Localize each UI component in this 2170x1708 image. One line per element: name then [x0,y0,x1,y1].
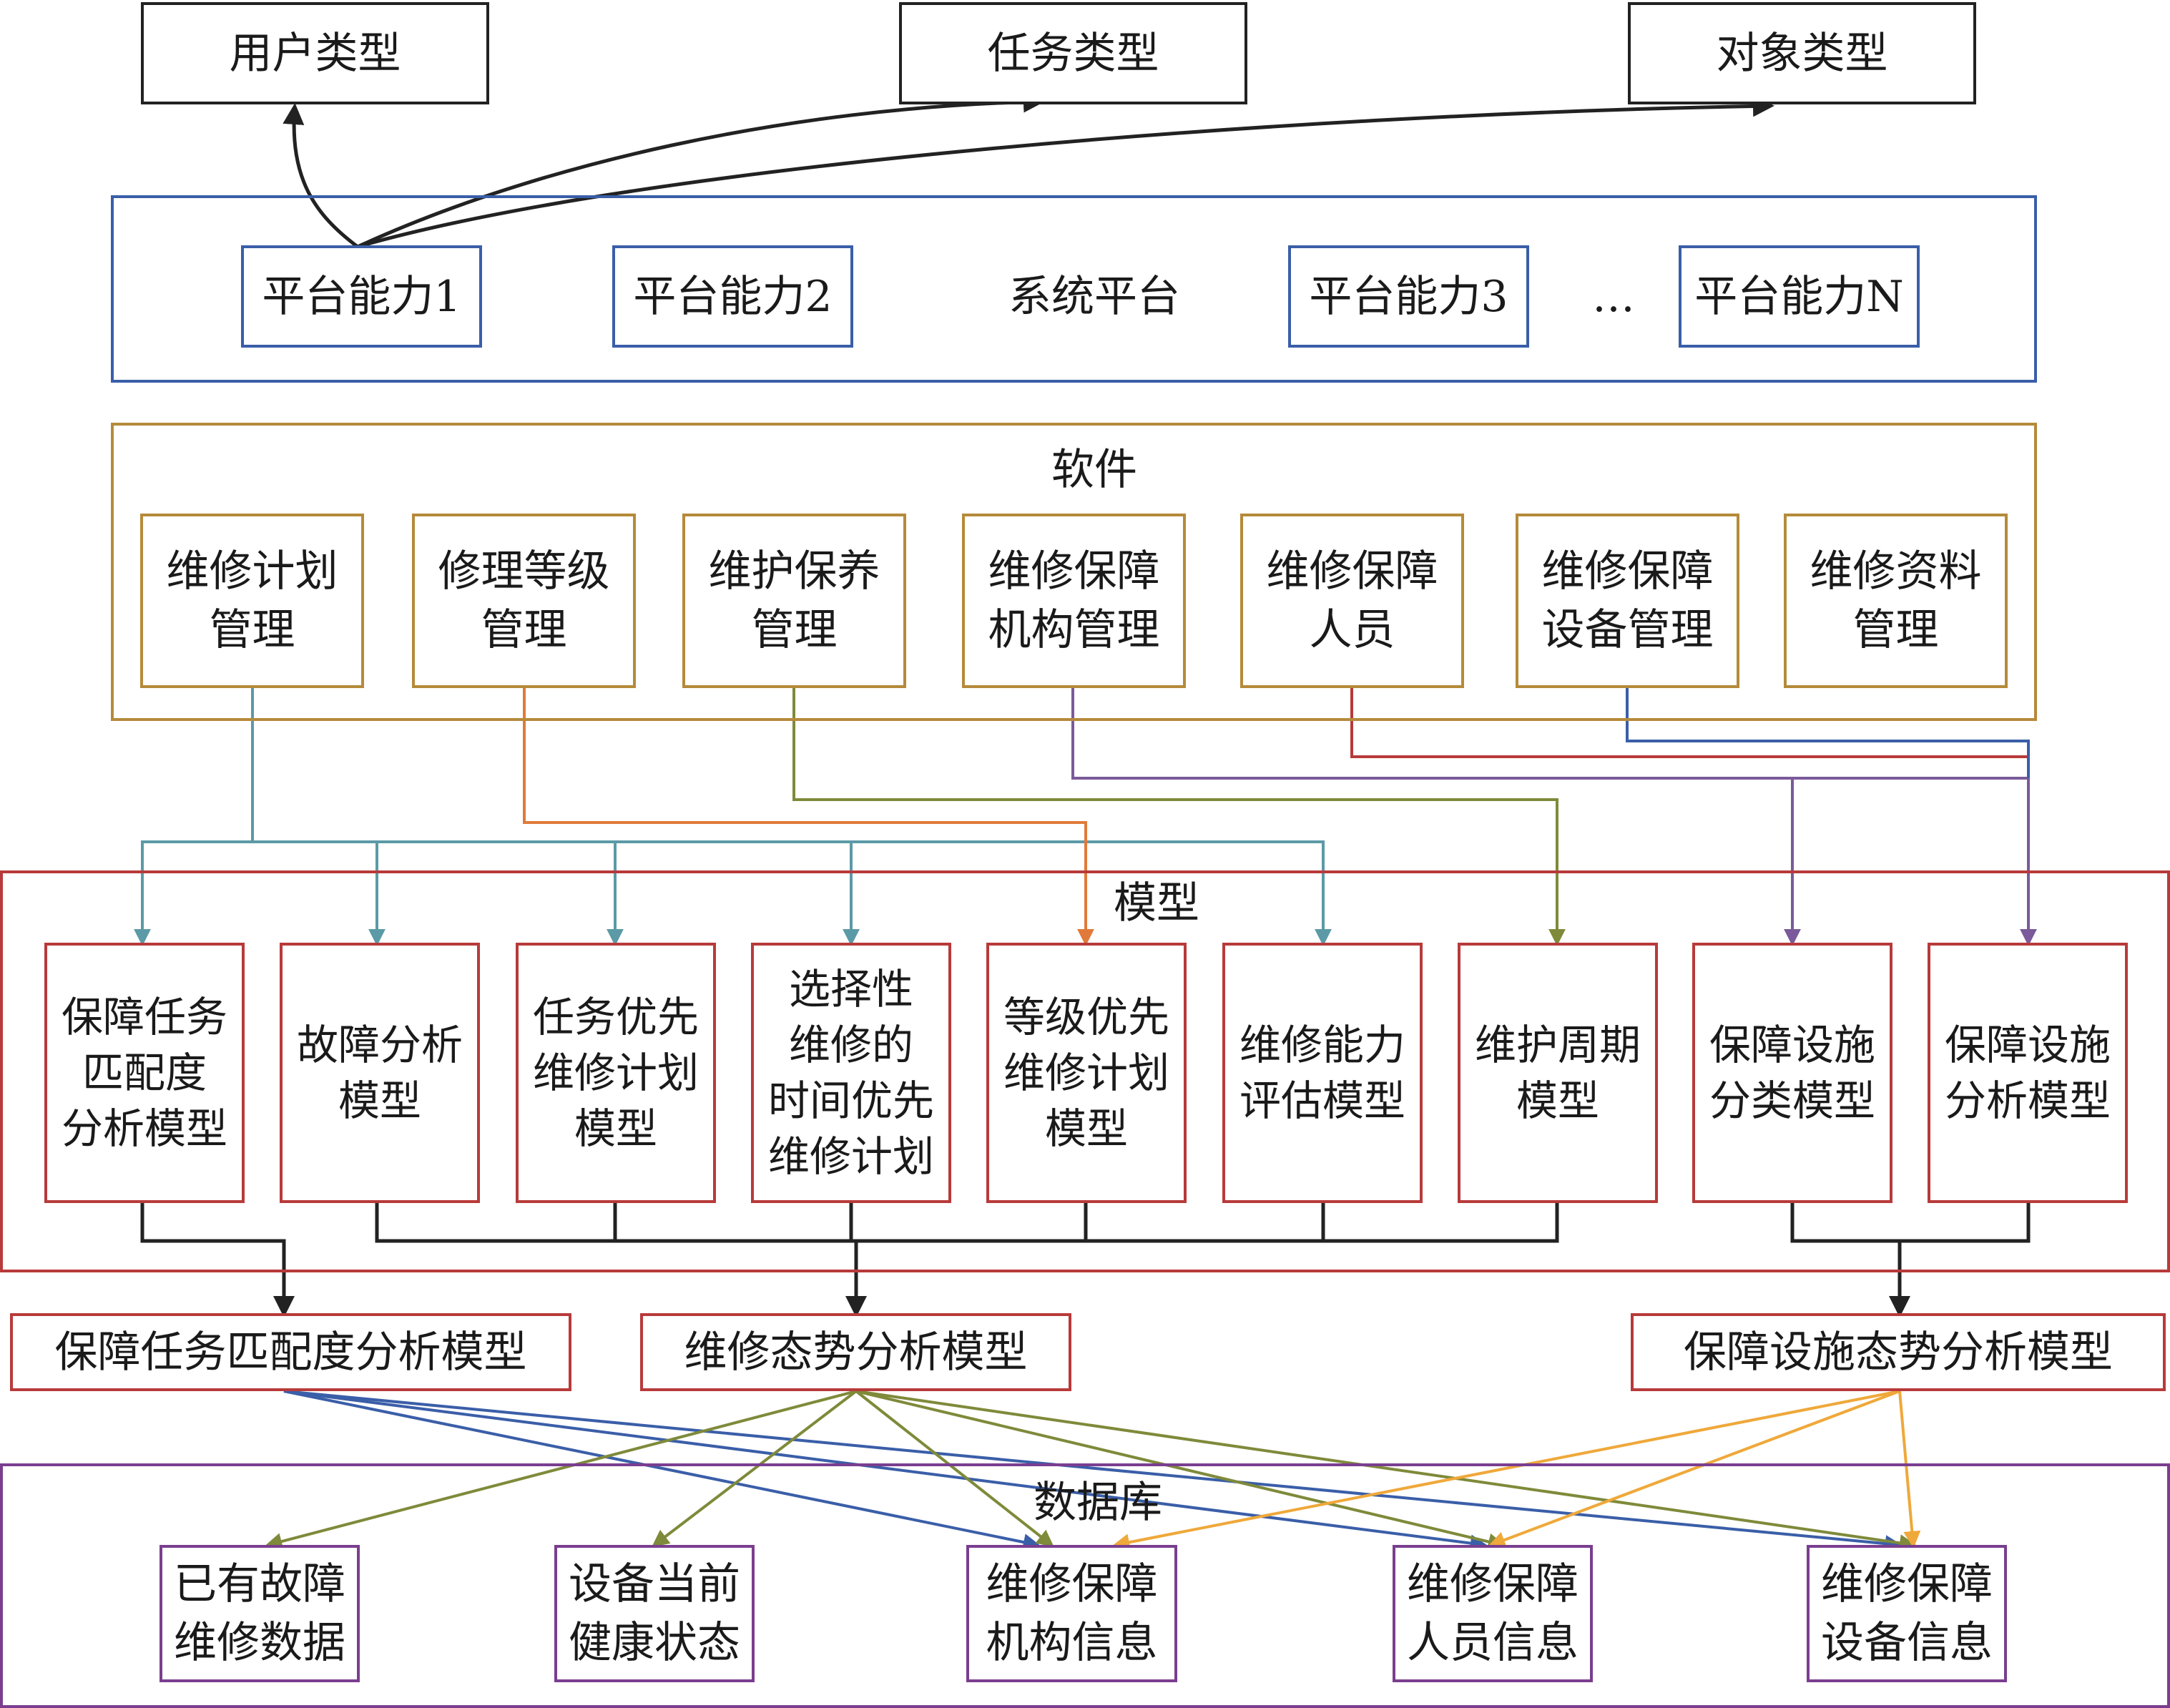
model-fault-analysis: 故障分析 模型 [280,943,480,1203]
blue-connectors [1626,688,2030,778]
platform-capability-1: 平台能力1 [241,245,482,348]
teal-connectors [134,688,1332,946]
db-support-org-info: 维修保障 机构信息 [966,1545,1177,1682]
object-type-box: 对象类型 [1628,2,1976,104]
aggregate-facility-situation-model: 保障设施态势分析模型 [1631,1313,2166,1391]
model-facility-classification: 保障设施 分类模型 [1692,943,1892,1203]
model-upkeep-cycle: 维护周期 模型 [1458,943,1658,1203]
software-repair-level: 修理等级 管理 [412,514,636,688]
platform-capability-n: 平台能力N [1679,245,1920,348]
model-frame [0,870,2170,1272]
model-task-match: 保障任务 匹配度 分析模型 [44,943,245,1203]
model-facility-analysis: 保障设施 分析模型 [1928,943,2128,1203]
software-support-org: 维修保障 机构管理 [962,514,1186,688]
software-upkeep: 维护保养 管理 [682,514,906,688]
database-title: 数据库 [1034,1478,1162,1528]
system-platform-title: 系统平台 [1008,272,1180,322]
model-capability-assessment: 维修能力 评估模型 [1222,943,1423,1203]
software-maintenance-docs: 维修资料 管理 [1784,514,2008,688]
orange-connectors [523,688,1094,946]
situation-model-to-db [265,1390,1917,1552]
aggregate-task-match-model: 保障任务匹配度分析模型 [10,1313,571,1391]
software-title: 软件 [1051,445,1137,495]
model-time-priority-plan: 选择性 维修的 时间优先 维修计划 [751,943,951,1203]
db-support-equipment-info: 维修保障 设备信息 [1807,1545,2007,1682]
database-frame [0,1463,2170,1708]
aggregate-maintenance-situation-model: 维修态势分析模型 [640,1313,1071,1391]
model-aggregation-connectors [140,1203,2031,1317]
user-type-box: 用户类型 [141,2,489,104]
model-title: 模型 [1114,878,1199,928]
software-frame [111,423,2037,721]
model-task-priority-plan: 任务优先 维修计划 模型 [516,943,716,1203]
system-platform-frame [111,195,2037,383]
software-maintenance-plan: 维修计划 管理 [140,514,364,688]
task-type-box: 任务类型 [899,2,1247,104]
facility-model-to-db [1112,1390,1921,1551]
software-support-staff: 维修保障 人员 [1240,514,1464,688]
platform-capability-3: 平台能力3 [1288,245,1529,348]
model-level-priority-plan: 等级优先 维修计划 模型 [986,943,1187,1203]
db-equipment-health: 设备当前 健康状态 [554,1545,755,1682]
capability-to-types-arrows [283,91,1774,249]
db-fault-repair-data: 已有故障 维修数据 [159,1545,360,1682]
software-support-equipment: 维修保障 设备管理 [1516,514,1739,688]
db-support-staff-info: 维修保障 人员信息 [1393,1545,1593,1682]
match-model-to-db [283,1390,1903,1553]
platform-ellipsis: … [1592,272,1635,322]
platform-capability-2: 平台能力2 [612,245,853,348]
